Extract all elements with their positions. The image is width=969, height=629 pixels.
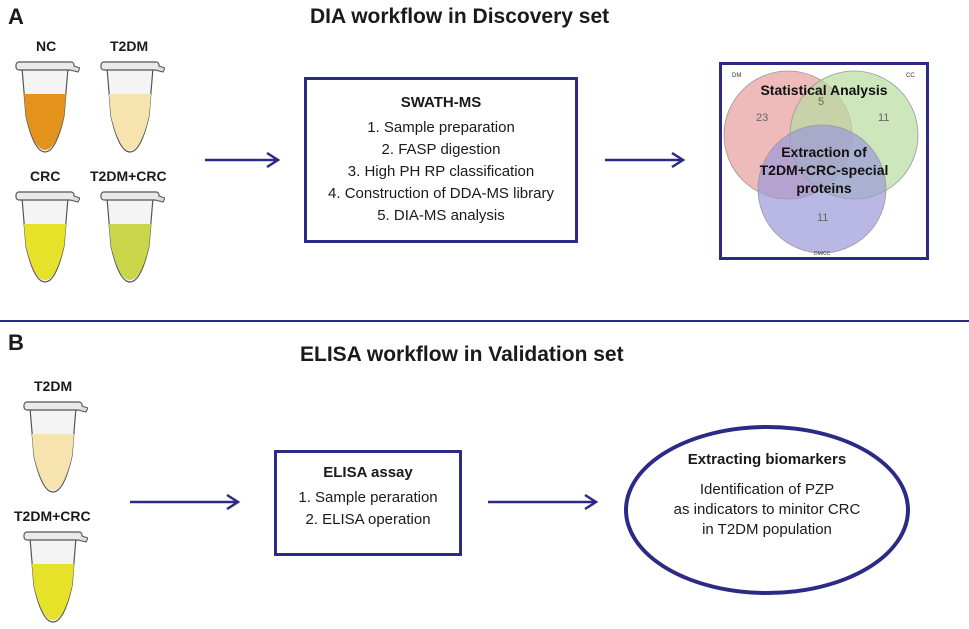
venn-count-cc-only: 11 — [878, 112, 889, 124]
section-divider — [0, 320, 969, 322]
tube-nc-liquid — [24, 94, 66, 150]
tube-b-t2dm-crc-liquid — [32, 564, 74, 620]
tube-label-t2dm: T2DM — [110, 38, 149, 54]
tube-label-b-t2dm-crc: T2DM+CRC — [14, 508, 91, 524]
swath-step-5: 5. DIA-MS analysis — [377, 207, 505, 224]
tube-t2dm — [100, 61, 165, 153]
venn-title-extraction-1: Extraction of — [781, 144, 867, 160]
venn-circle-dmcc — [757, 124, 887, 254]
tube-crc-liquid — [24, 224, 66, 280]
venn-diagram: DM CC DM/CC 23 5 11 11 Statistical Analy… — [723, 70, 919, 257]
arrow-tubes-to-swath — [205, 151, 281, 169]
venn-label-dmcc: DM/CC — [814, 251, 831, 257]
tube-label-t2dm-crc: T2DM+CRC — [90, 168, 167, 184]
elisa-box-title: ELISA assay — [323, 464, 413, 481]
biomarkers-line-1: Identification of PZP — [699, 481, 835, 498]
venn-title-statistical: Statistical Analysis — [760, 82, 887, 98]
swath-ms-box: SWATH-MS 1. Sample preparation 2. FASP d… — [304, 77, 578, 243]
biomarkers-line-2: as indicators to minitor CRC — [673, 501, 861, 518]
swath-step-3: 3. High PH RP classification — [347, 163, 535, 180]
biomarkers-ellipse: Extracting biomarkers Identification of … — [624, 425, 910, 595]
tube-t2dm-crc — [100, 191, 165, 283]
venn-title-extraction-3: proteins — [796, 180, 851, 196]
elisa-step-2: 2. ELISA operation — [305, 511, 431, 528]
tube-label-b-t2dm: T2DM — [34, 378, 73, 394]
venn-title-extraction-2: T2DM+CRC-special — [760, 162, 889, 178]
venn-count-dmcc-only: 11 — [817, 212, 828, 224]
tube-b-t2dm — [23, 401, 88, 493]
elisa-box: ELISA assay 1. Sample perar​ation 2. ELI… — [274, 450, 462, 556]
elisa-step-1: 1. Sample perar​ation — [298, 489, 438, 506]
arrow-tubes-to-elisa — [130, 493, 241, 511]
swath-ms-title: SWATH-MS — [400, 94, 482, 111]
arrow-elisa-to-biomarkers — [488, 493, 599, 511]
panel-a-title: DIA workflow in Discovery set — [310, 5, 610, 28]
swath-step-4: 4. Construction of DDA-MS library — [328, 185, 554, 202]
venn-count-dm-cc: 5 — [818, 96, 824, 108]
panel-b-letter: B — [8, 330, 24, 355]
arrow-swath-to-venn — [605, 151, 686, 169]
swath-step-2: 2. FASP digestion — [381, 141, 501, 158]
tube-b-t2dm-liquid — [32, 434, 74, 490]
venn-box: DM CC DM/CC 23 5 11 11 Statistical Analy… — [719, 62, 929, 260]
biomarkers-line-3: in T2DM population — [702, 521, 832, 538]
venn-label-dm: DM — [732, 73, 741, 79]
tube-label-nc: NC — [36, 38, 57, 54]
tube-label-crc: CRC — [30, 168, 61, 184]
tube-t2dm-crc-liquid — [109, 224, 151, 280]
tube-t2dm-liquid — [109, 94, 151, 150]
venn-count-dm-only: 23 — [756, 112, 768, 124]
panel-b-title: ELISA workflow in Validation set — [300, 343, 624, 366]
tube-crc — [15, 191, 80, 283]
tube-b-t2dm-crc — [23, 531, 88, 623]
biomarkers-title: Extracting biomarkers — [687, 451, 847, 468]
venn-label-cc: CC — [906, 73, 915, 79]
swath-step-1: 1. Sample preparation — [367, 119, 515, 136]
panel-a-letter: A — [8, 4, 24, 29]
tube-nc — [15, 61, 80, 153]
